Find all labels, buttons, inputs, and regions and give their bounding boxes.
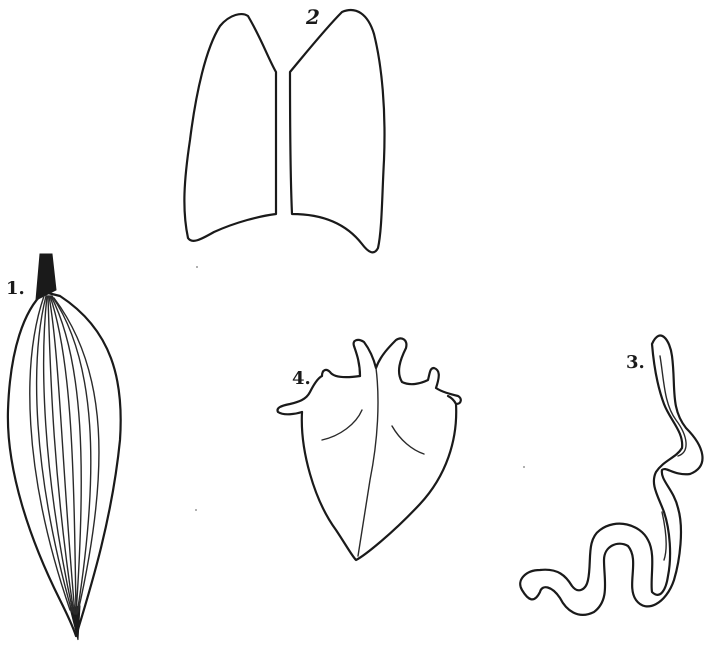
heart-outline [302,396,456,560]
right-lung [290,10,385,252]
heart-drawing: 4. [278,338,461,560]
intestine-drawing: 3. [520,336,702,615]
label-heart: 4. [292,368,311,389]
background-specks [195,266,525,511]
heart-right-chamber-line [322,410,362,440]
muscle-drawing: 1. [6,254,121,640]
label-intestine: 3. [626,352,645,373]
label-lungs: 2 [305,5,320,29]
label-muscle: 1. [6,278,25,299]
heart-aorta [354,338,461,404]
heart-septum [358,368,378,556]
heart-vessel-left [278,370,361,414]
left-lung [184,14,276,241]
lungs-drawing: 2 [184,5,384,252]
intestine-outline-outer [520,336,702,615]
muscle-fibers [30,296,99,614]
heart-left-chamber-line [392,426,424,454]
